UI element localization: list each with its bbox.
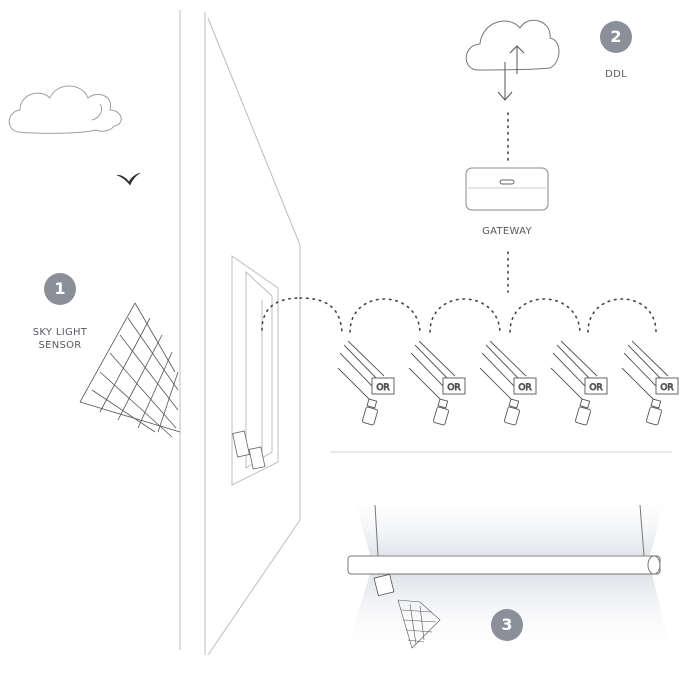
sync-arrows-icon — [497, 45, 525, 101]
spotlight: OR — [621, 340, 679, 426]
gateway-label: GATEWAY — [482, 226, 532, 237]
mesh-links — [261, 297, 657, 333]
step-badge-fixture: 3 — [491, 609, 523, 641]
skylight-panel — [79, 302, 181, 438]
ddl-label: DDL — [605, 69, 627, 80]
track-spotlights: OR OR OR OR OR — [337, 340, 679, 426]
occupancy-tag: OR — [447, 383, 460, 393]
occupancy-tag: OR — [376, 383, 389, 393]
linear-luminaire — [347, 504, 661, 575]
uplight-glow — [352, 490, 668, 555]
sensor-label-line1: SKY LIGHT — [32, 327, 88, 338]
step-badge-ddl: 2 — [600, 21, 632, 53]
spotlight: OR — [479, 340, 537, 426]
spotlight: OR — [550, 340, 608, 426]
building-wall — [179, 10, 301, 656]
sensor-label: SKY LIGHT SENSOR — [18, 326, 102, 352]
gateway-device — [465, 167, 549, 211]
fixture-sensor-beam — [397, 599, 441, 649]
occupancy-tag: OR — [660, 383, 673, 393]
sensor-label-line2: SENSOR — [38, 340, 82, 351]
sensor-device — [232, 430, 266, 470]
step-badge-sensor: 1 — [44, 273, 76, 305]
occupancy-tag: OR — [518, 383, 531, 393]
spotlight: OR — [337, 340, 395, 426]
spotlight: OR — [408, 340, 466, 426]
bird-icon — [116, 172, 141, 186]
fixture-sensor — [373, 573, 395, 597]
ddl-cloud-icon — [465, 19, 560, 71]
occupancy-tag: OR — [589, 383, 602, 393]
sky-cloud-icon — [8, 85, 122, 134]
